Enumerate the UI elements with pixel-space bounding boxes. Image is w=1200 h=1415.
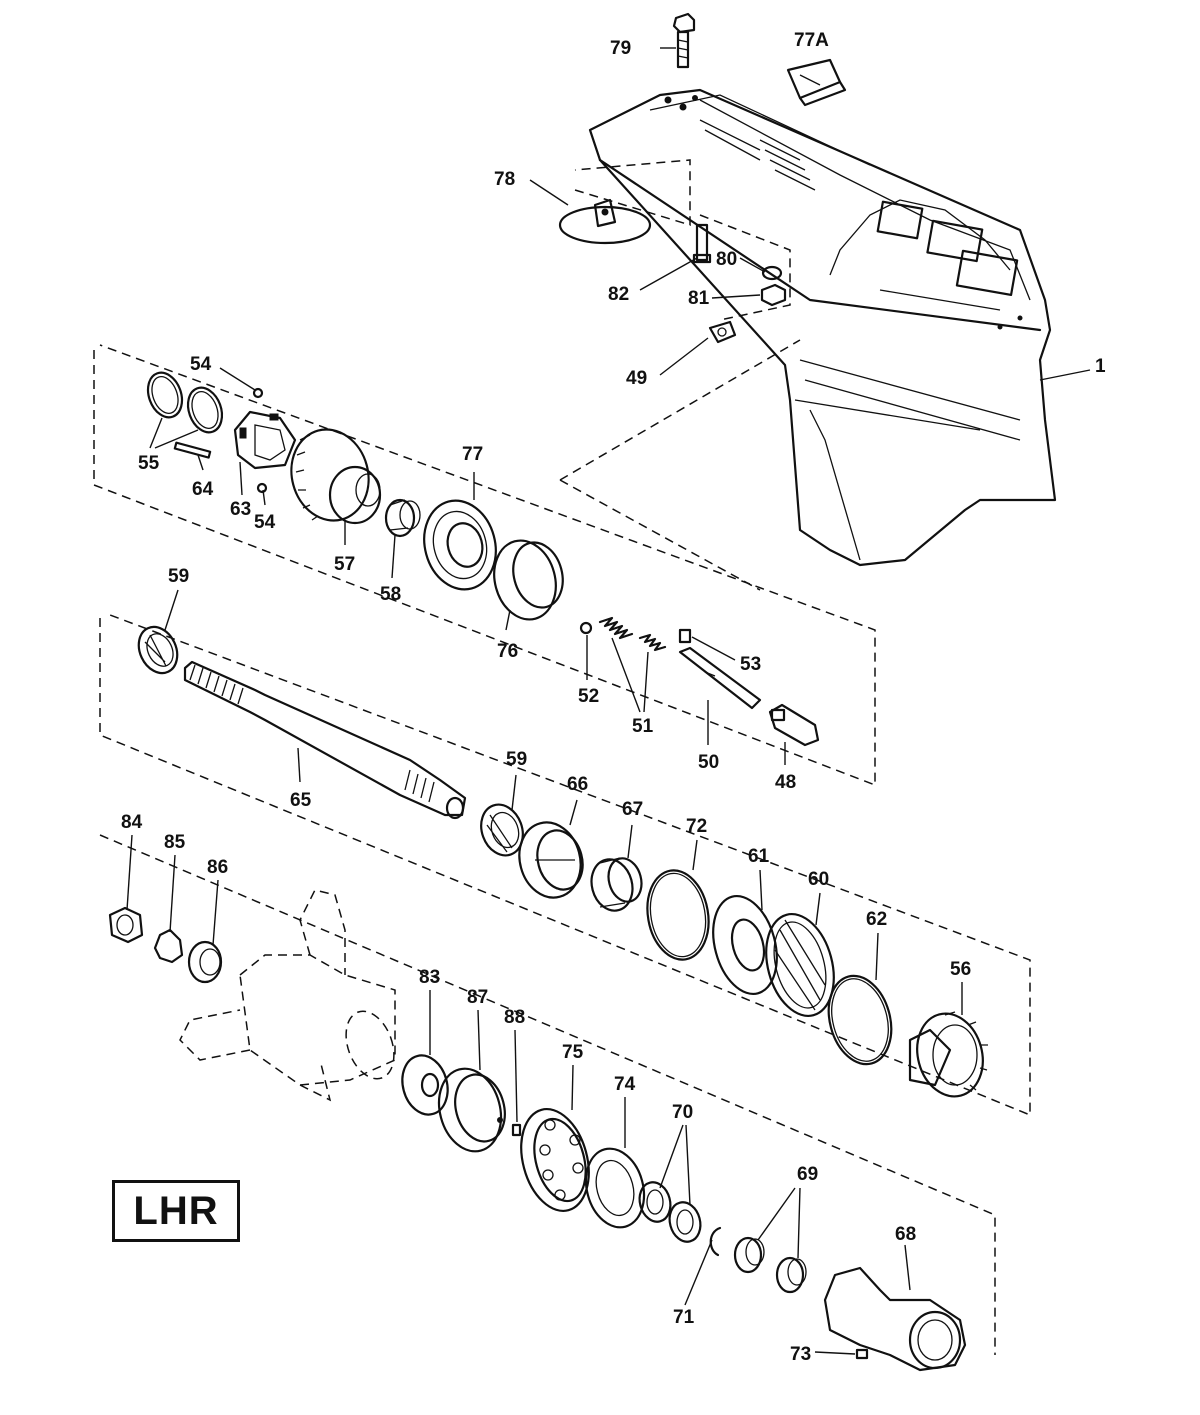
- trim-tab-78: [558, 198, 652, 245]
- lhr-badge-label: LHR: [133, 1188, 219, 1233]
- callout-68: 68: [895, 1224, 916, 1245]
- callout-86: 86: [207, 857, 228, 878]
- nut-81: [760, 283, 787, 307]
- callout-48: 48: [775, 772, 796, 793]
- callout-labels: 79 77A 78 80 82 81 49 1 54 55 64 63 54 5…: [121, 30, 1106, 1365]
- screw-82: [692, 223, 712, 264]
- callout-83: 83: [419, 967, 440, 988]
- callout-74: 74: [614, 1074, 636, 1095]
- callout-57: 57: [334, 554, 355, 575]
- callout-52: 52: [578, 686, 599, 707]
- callout-80: 80: [716, 249, 737, 270]
- callout-54-bottom: 54: [254, 512, 276, 533]
- callout-73: 73: [790, 1344, 811, 1365]
- callout-77: 77: [462, 444, 483, 465]
- callout-59-lower: 59: [506, 749, 527, 770]
- housing-hardware: [558, 12, 847, 344]
- callout-82: 82: [608, 284, 629, 305]
- callout-55: 55: [138, 453, 160, 474]
- callout-61: 61: [748, 846, 770, 867]
- callout-63: 63: [230, 499, 251, 520]
- callout-77a: 77A: [794, 30, 829, 51]
- assembly-boundary-lines: [93, 159, 1031, 1355]
- callout-54-top: 54: [190, 354, 212, 375]
- propeller-group: [108, 889, 967, 1372]
- forward-gear-group: [146, 371, 564, 621]
- lhr-badge: LHR: [112, 1180, 240, 1242]
- callout-76: 76: [497, 641, 518, 662]
- callout-67: 67: [622, 799, 643, 820]
- callout-79: 79: [610, 38, 631, 59]
- callout-84: 84: [121, 812, 143, 833]
- anode-77a: [786, 58, 847, 107]
- gear-housing: [588, 88, 1057, 567]
- callout-58: 58: [380, 584, 401, 605]
- propeller-shaft-group: [137, 625, 988, 1098]
- callout-87: 87: [467, 987, 488, 1008]
- callout-69: 69: [797, 1164, 818, 1185]
- callout-60: 60: [808, 869, 829, 890]
- callout-71: 71: [673, 1307, 695, 1328]
- bolt-79: [672, 12, 696, 69]
- callout-51: 51: [632, 716, 654, 737]
- callout-75: 75: [562, 1042, 584, 1063]
- callout-50: 50: [698, 752, 719, 773]
- shift-group: [579, 616, 820, 747]
- callout-65: 65: [290, 790, 312, 811]
- washer-80: [761, 265, 783, 281]
- callout-81: 81: [688, 288, 710, 309]
- callout-56: 56: [950, 959, 971, 980]
- callout-70: 70: [672, 1102, 693, 1123]
- callout-53: 53: [740, 654, 761, 675]
- leader-lines: [126, 47, 1091, 1355]
- clip-49: [708, 320, 737, 344]
- callout-78: 78: [494, 169, 515, 190]
- callout-85: 85: [164, 832, 186, 853]
- callout-66: 66: [567, 774, 588, 795]
- callout-59-upper: 59: [168, 566, 189, 587]
- callout-72: 72: [686, 816, 707, 837]
- callout-1: 1: [1095, 356, 1106, 377]
- callout-62: 62: [866, 909, 887, 930]
- callout-88: 88: [504, 1007, 525, 1028]
- callout-49: 49: [626, 368, 647, 389]
- callout-64: 64: [192, 479, 214, 500]
